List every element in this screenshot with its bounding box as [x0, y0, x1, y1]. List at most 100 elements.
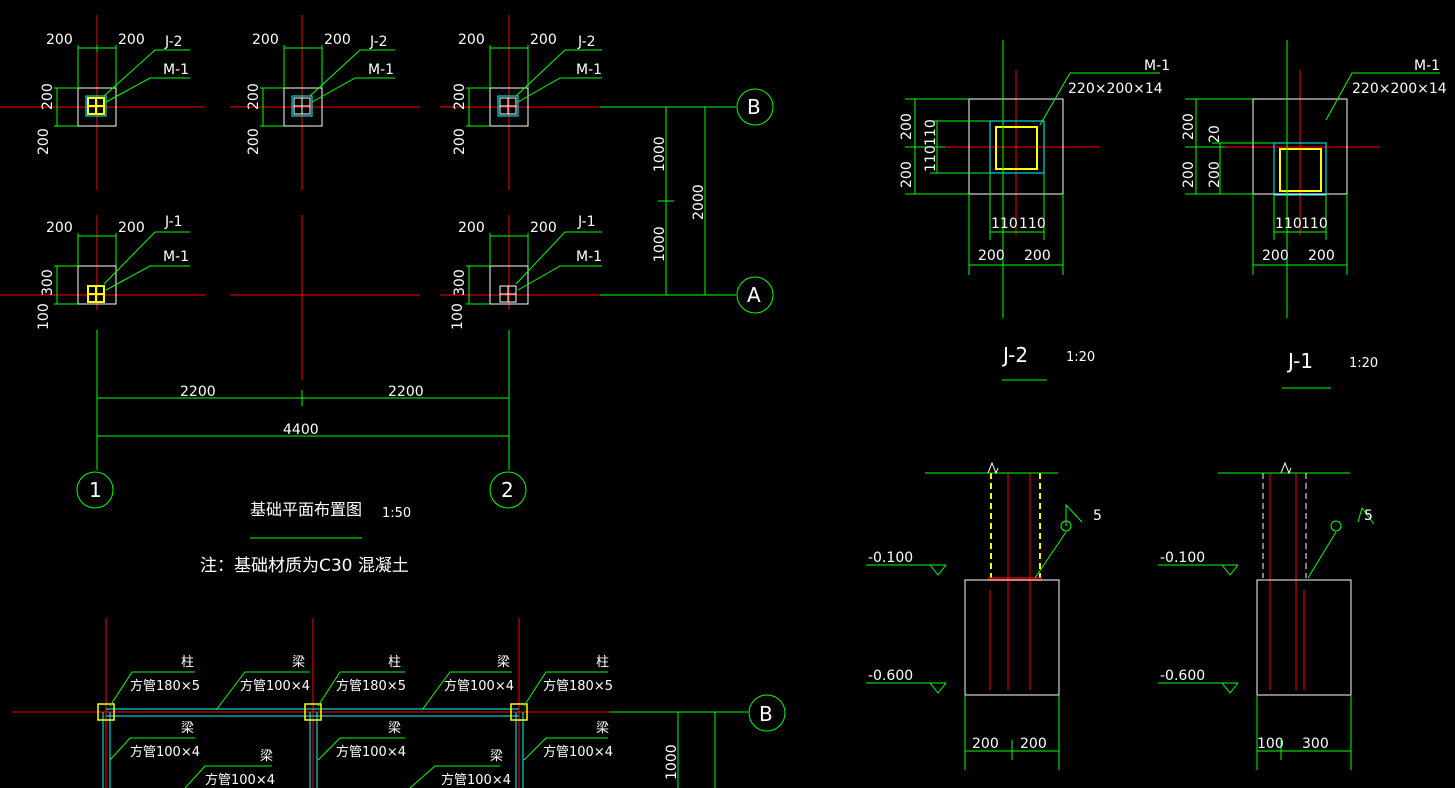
detail-j2-title: J-2 [1001, 343, 1028, 367]
svg-text:2000: 2000 [691, 184, 707, 220]
svg-text:-0.600: -0.600 [868, 668, 913, 684]
svg-text:梁: 梁 [497, 655, 510, 670]
svg-text:M-1: M-1 [576, 62, 602, 78]
svg-text:方管100×4: 方管100×4 [543, 744, 613, 760]
svg-text:200: 200 [1308, 248, 1335, 264]
svg-text:300: 300 [452, 269, 468, 296]
svg-text:J-2: J-2 [369, 34, 388, 50]
svg-text:J-2: J-2 [577, 34, 596, 50]
svg-text:-0.600: -0.600 [1160, 668, 1205, 684]
foundation-j2-1 [77, 87, 117, 127]
detail-j1-title: J-1 [1286, 349, 1313, 373]
plan-title: 基础平面布置图 [250, 500, 362, 519]
svg-text:200: 200 [36, 128, 52, 155]
svg-text:300: 300 [1302, 736, 1329, 752]
svg-text:200: 200 [1020, 736, 1047, 752]
svg-text:-0.100: -0.100 [1160, 550, 1205, 566]
svg-text:1000: 1000 [664, 744, 680, 780]
svg-text:200: 200 [972, 736, 999, 752]
svg-text:梁: 梁 [388, 721, 401, 736]
svg-text:1:20: 1:20 [1066, 350, 1095, 365]
column-1 [97, 703, 115, 721]
svg-text:220×200×14: 220×200×14 [1352, 81, 1447, 97]
axis-bubble-2: 2 [501, 478, 514, 502]
svg-text:200: 200 [40, 83, 56, 110]
foundation-plan: 200 200 200 200 200 200 200 200 200 200 … [0, 15, 774, 576]
svg-text:梁: 梁 [490, 749, 503, 764]
svg-text:200: 200 [252, 32, 279, 48]
svg-text:200: 200 [118, 220, 145, 236]
svg-text:200: 200 [1207, 161, 1223, 188]
svg-text:200: 200 [1181, 113, 1197, 140]
section-j2: 5 -0.100 -0.600 200 200 [866, 461, 1102, 770]
svg-text:M-1: M-1 [368, 62, 394, 78]
svg-text:方管180×5: 方管180×5 [543, 678, 613, 694]
svg-text:1000: 1000 [652, 136, 668, 172]
svg-text:M-1: M-1 [163, 249, 189, 265]
svg-text:200: 200 [118, 32, 145, 48]
svg-text:110: 110 [923, 145, 939, 172]
svg-text:2200: 2200 [388, 384, 424, 400]
svg-text:方管100×4: 方管100×4 [444, 678, 514, 694]
svg-text:1:20: 1:20 [1349, 356, 1378, 371]
svg-text:200: 200 [530, 220, 557, 236]
section-j1: 5 -0.100 -0.600 100 300 [1158, 461, 1375, 770]
svg-text:200: 200 [458, 220, 485, 236]
svg-text:M-1: M-1 [1414, 58, 1440, 74]
svg-text:200: 200 [458, 32, 485, 48]
svg-text:梁: 梁 [260, 749, 273, 764]
svg-text:4400: 4400 [283, 422, 319, 438]
svg-text:200: 200 [1024, 248, 1051, 264]
foundation-j1-2 [489, 265, 529, 305]
foundation-j2-2 [283, 87, 323, 127]
svg-text:100: 100 [36, 303, 52, 330]
svg-text:方管100×4: 方管100×4 [205, 772, 275, 788]
svg-text:100: 100 [1257, 736, 1284, 752]
svg-text:110: 110 [1019, 216, 1046, 232]
material-note: 注：基础材质为C30 混凝土 [200, 556, 409, 576]
label-m1: M-1 [163, 62, 189, 78]
svg-text:J-1: J-1 [577, 214, 596, 230]
svg-text:梁: 梁 [596, 721, 609, 736]
svg-text:方管180×5: 方管180×5 [130, 678, 200, 694]
foundation-j2-3 [489, 87, 529, 127]
svg-text:梁: 梁 [292, 655, 305, 670]
svg-text:220×200×14: 220×200×14 [1068, 81, 1163, 97]
svg-text:-0.100: -0.100 [868, 550, 913, 566]
svg-text:柱: 柱 [388, 655, 401, 670]
svg-text:2200: 2200 [180, 384, 216, 400]
svg-text:柱: 柱 [596, 655, 609, 670]
plan-scale: 1:50 [382, 506, 411, 521]
svg-text:200: 200 [246, 83, 262, 110]
svg-text:M-1: M-1 [1144, 58, 1170, 74]
svg-text:200: 200 [46, 220, 73, 236]
svg-text:100: 100 [450, 303, 466, 330]
label-j2: J-2 [164, 34, 183, 50]
dim-text: 200 [46, 32, 73, 48]
detail-j2: M-1 220×200×14 200 200 110 110 110 110 2… [899, 40, 1170, 381]
svg-text:5: 5 [1093, 508, 1102, 524]
svg-text:200: 200 [452, 83, 468, 110]
svg-text:110: 110 [991, 216, 1018, 232]
svg-text:1000: 1000 [652, 226, 668, 262]
svg-text:200: 200 [978, 248, 1005, 264]
svg-text:方管100×4: 方管100×4 [240, 678, 310, 694]
svg-text:200: 200 [324, 32, 351, 48]
svg-text:110: 110 [923, 119, 939, 146]
svg-text:200: 200 [899, 161, 915, 188]
svg-text:M-1: M-1 [576, 249, 602, 265]
svg-text:200: 200 [1181, 161, 1197, 188]
svg-text:300: 300 [40, 269, 56, 296]
frame-axis-b: B [759, 702, 773, 726]
svg-text:110: 110 [1275, 216, 1302, 232]
svg-text:方管180×5: 方管180×5 [336, 678, 406, 694]
column-3 [510, 703, 528, 721]
label-j1: J-1 [164, 214, 183, 230]
svg-text:200: 200 [899, 113, 915, 140]
axis-bubble-a: A [747, 283, 761, 307]
svg-text:方管100×4: 方管100×4 [130, 744, 200, 760]
svg-text:20: 20 [1207, 125, 1223, 143]
svg-text:200: 200 [530, 32, 557, 48]
svg-text:200: 200 [246, 128, 262, 155]
